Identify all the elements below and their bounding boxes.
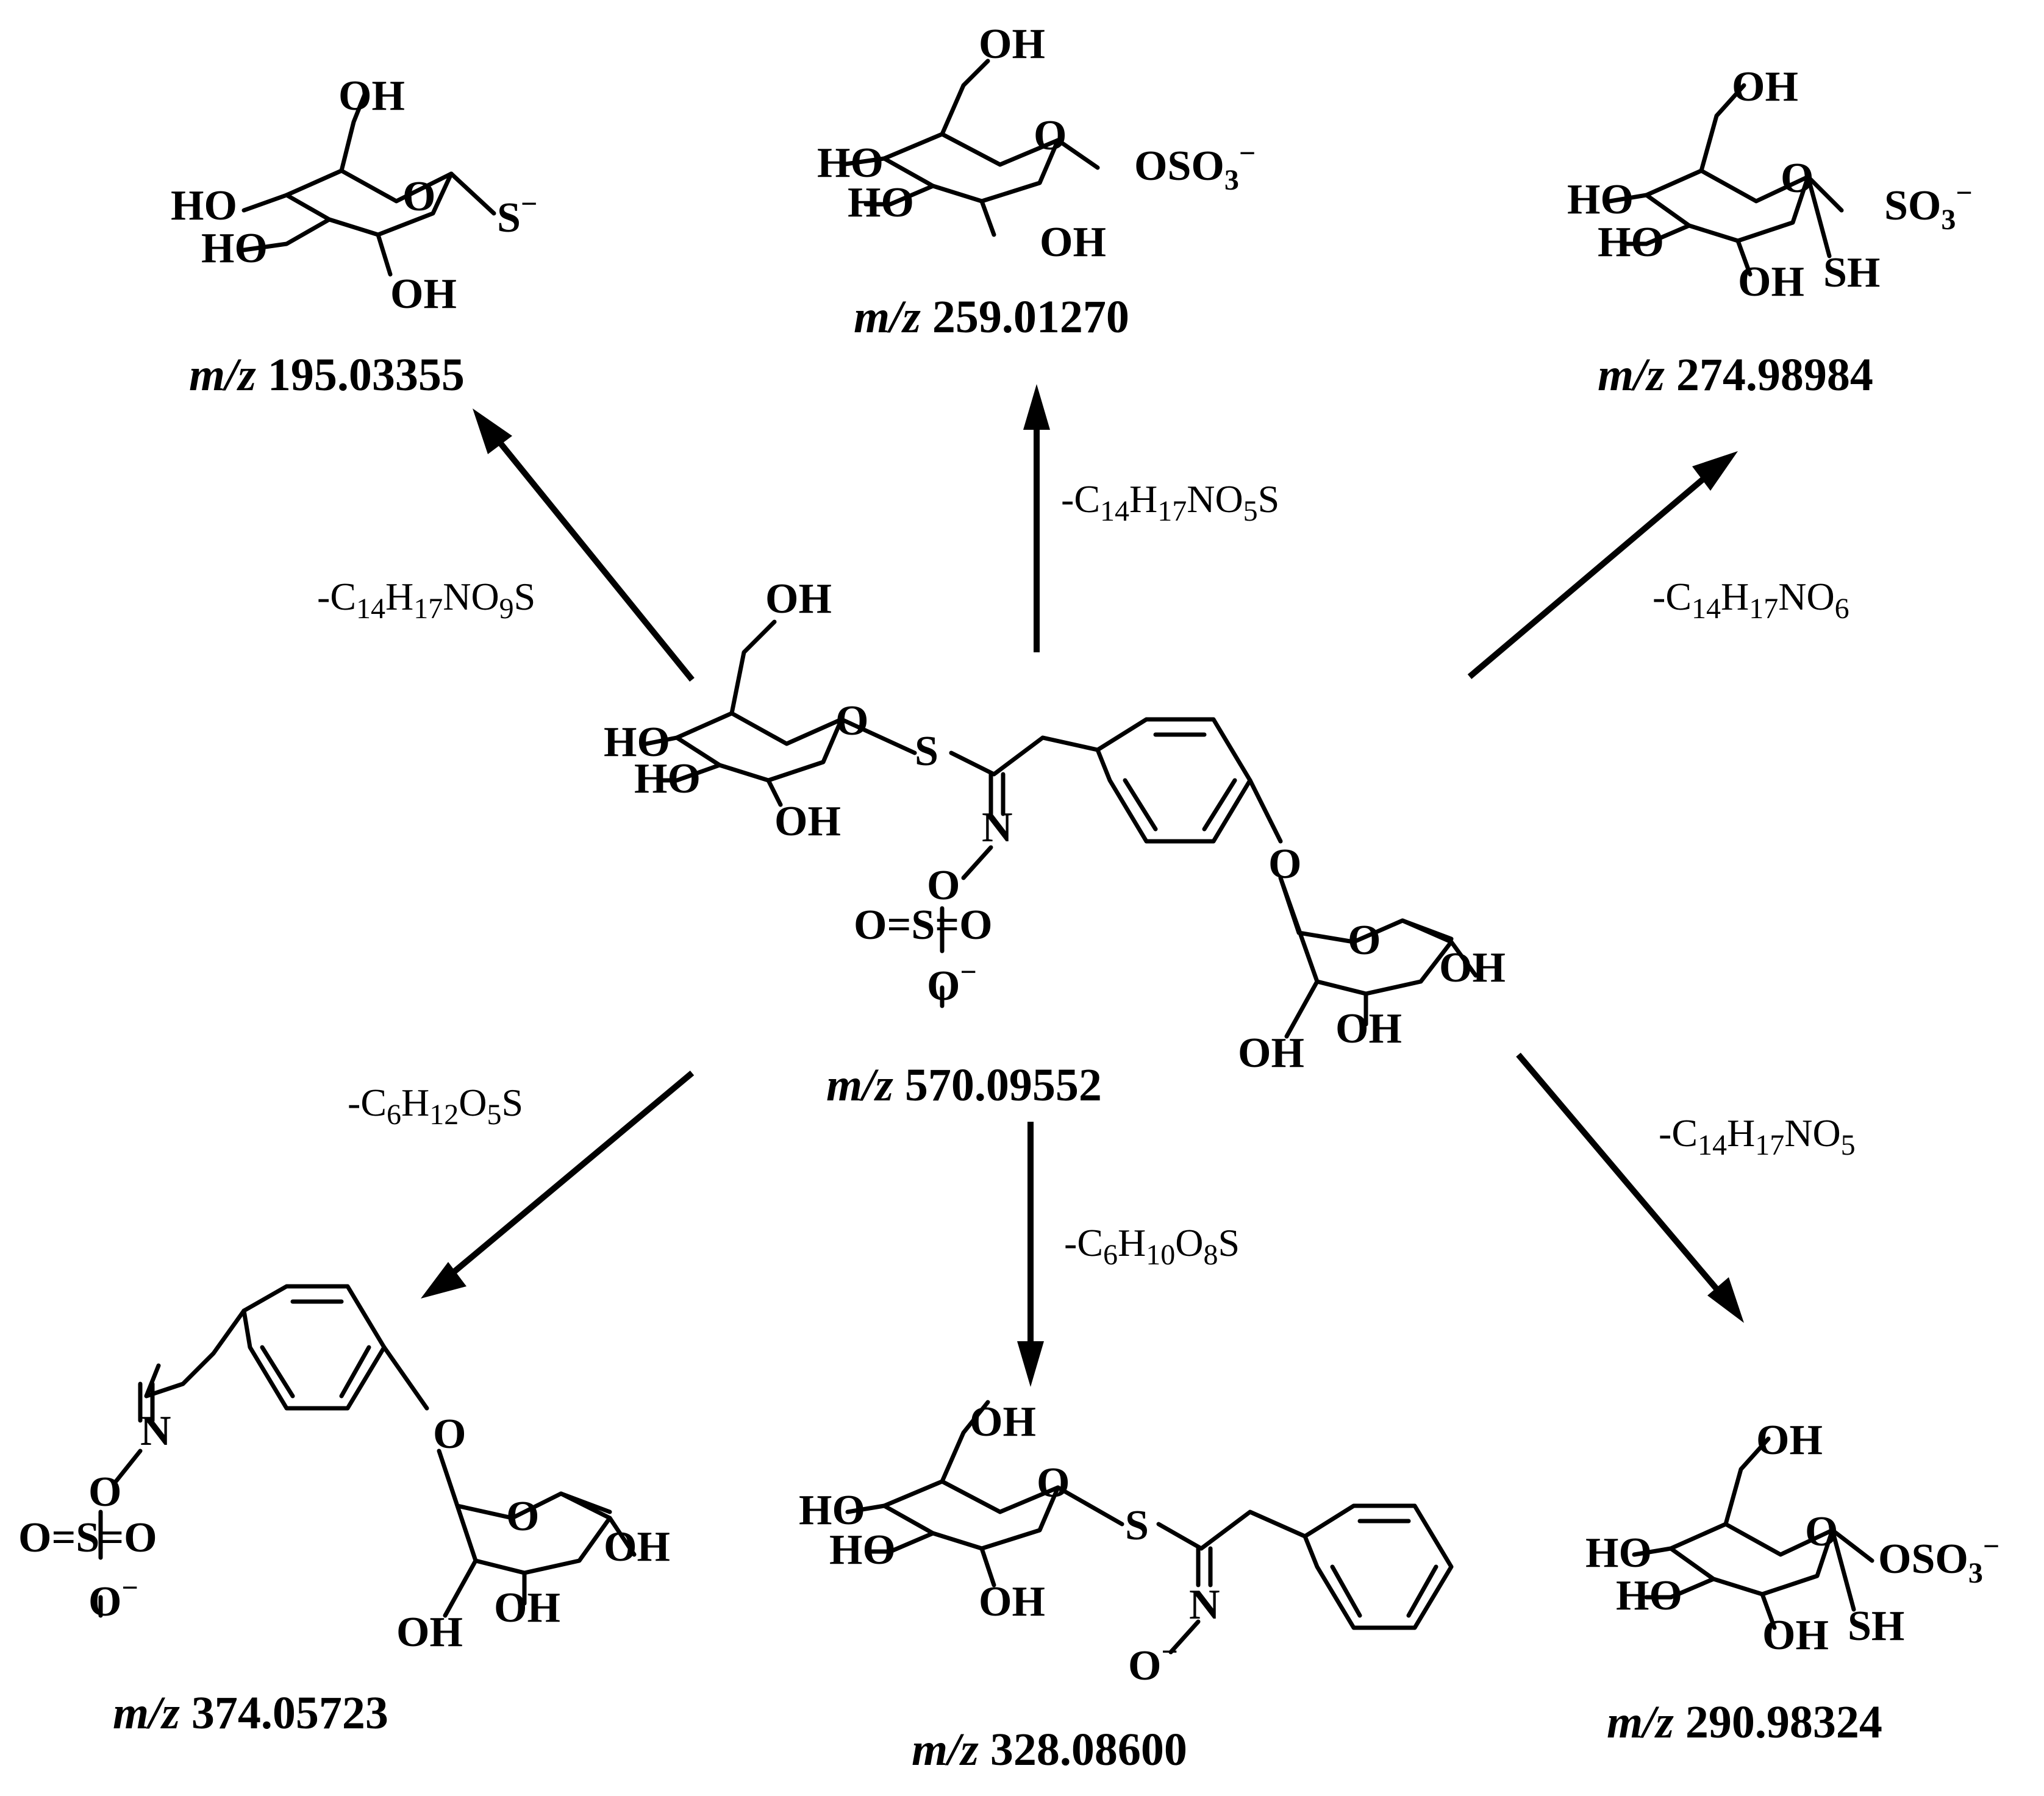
loss-label-bottom-left: -C6H12O5S [348, 1081, 523, 1131]
sulfonate-label: SO3− [1884, 177, 1973, 236]
ho-label: HO [848, 179, 914, 226]
structure-top-right: OH O HO HO OH SO3− SH [1567, 63, 1973, 305]
sulfur-label: S [1125, 1502, 1149, 1549]
oh-label: OH [1335, 1005, 1402, 1052]
mz-label-center: m/z 570.09552 [826, 1060, 1102, 1111]
oh-label: OH [765, 576, 832, 622]
sulfate-label: O=S=O [18, 1514, 157, 1561]
oh-label: OH [1732, 63, 1798, 110]
ho-label: HO [817, 140, 884, 187]
oxygen-label: O [88, 1469, 121, 1516]
arrow-to-top-center [1023, 384, 1050, 652]
ring-oxygen-label: O [506, 1493, 539, 1540]
loss-label-bottom-right: -C14H17NO5 [1659, 1111, 1856, 1161]
oh-label: OH [604, 1523, 670, 1570]
oxygen-label: O [927, 862, 960, 909]
o-minus-label: O− [1128, 1636, 1178, 1689]
oh-label: OH [390, 271, 457, 318]
osulfate-label: OSO3− [1878, 1530, 1999, 1589]
structure-bottom-right: OH O HO HO OH OSO3− SH [1585, 1417, 1999, 1659]
ho-label: HO [1616, 1572, 1682, 1619]
oh-label: OH [1756, 1417, 1823, 1464]
ho-label: HO [1598, 219, 1664, 266]
oh-label: OH [774, 798, 841, 845]
arrow-to-bottom-left [421, 1071, 695, 1299]
oh-label: OH [970, 1399, 1036, 1445]
aryl-ether-oxygen-label: O [433, 1411, 466, 1458]
oh-label: OH [1238, 1030, 1304, 1077]
o-minus-label: O− [88, 1572, 138, 1625]
sulfur-label: S [915, 728, 938, 775]
sulfate-label: O=S=O [854, 902, 993, 949]
oh-label: OH [979, 21, 1045, 68]
structure-bottom-center: OH O HO HO OH S N O− [799, 1399, 1454, 1689]
structure-top-left: OH O HO HO OH S− [171, 73, 537, 318]
mz-label-bottom-left: m/z 374.05723 [113, 1687, 388, 1739]
loss-label-top-left: -C14H17NO9S [317, 575, 535, 625]
oh-label: OH [979, 1578, 1045, 1625]
mz-label-top-right: m/z 274.98984 [1598, 349, 1873, 401]
oh-label: OH [1738, 258, 1804, 305]
nitrogen-label: N [982, 804, 1013, 851]
ho-label: HO [604, 719, 670, 766]
reaction-arrows [421, 384, 1744, 1387]
ring-oxygen-label: O [1781, 155, 1814, 202]
mz-label-bottom-center: m/z 328.08600 [912, 1724, 1187, 1775]
thiolate-label: S− [497, 188, 537, 241]
o-minus-label: O− [927, 956, 977, 1010]
ring-oxygen-label: O [835, 697, 868, 744]
ring-oxygen-label: O [1037, 1459, 1070, 1506]
osulfate-label: OSO3− [1134, 137, 1256, 196]
structure-top-center: OH O HO HO OH OSO3− [817, 21, 1256, 266]
ho-label: HO [201, 225, 268, 272]
oh-label: OH [494, 1584, 560, 1631]
mz-label-top-center: m/z 259.01270 [854, 291, 1129, 343]
ho-label: HO [634, 755, 701, 802]
aryl-ether-oxygen-label: O [1268, 841, 1301, 888]
nitrogen-label: N [140, 1408, 171, 1455]
nitrogen-label: N [1189, 1581, 1220, 1628]
oh-label: OH [338, 73, 405, 119]
arrow-to-bottom-center [1017, 1122, 1044, 1387]
mz-label-top-left: m/z 195.03355 [189, 349, 465, 401]
sh-label: SH [1823, 249, 1880, 296]
arrow-to-top-left [473, 408, 695, 682]
ho-label: HO [829, 1527, 896, 1573]
loss-label-bottom-center: -C6H10O8S [1064, 1221, 1240, 1271]
oh-label: OH [1040, 219, 1106, 266]
structure-bottom-left: N O O=S=O O− O O OH OH OH [18, 1284, 670, 1656]
sh-label: SH [1848, 1603, 1904, 1650]
ring-oxygen-label: O [1034, 112, 1067, 159]
mz-labels: m/z 195.03355 m/z 259.01270 m/z 274.9898… [113, 291, 1882, 1775]
arrow-to-top-right [1467, 451, 1738, 679]
arrow-to-bottom-right [1516, 1052, 1744, 1323]
ring-oxygen-label: O [1805, 1508, 1838, 1555]
ring-oxygen-label: O [402, 173, 435, 220]
ho-label: HO [799, 1487, 865, 1534]
ho-label: HO [1567, 176, 1634, 223]
mz-label-bottom-right: m/z 290.98324 [1607, 1697, 1882, 1748]
structure-center-parent: OH O HO HO OH S N O O=S=O O− O O OH OH O… [604, 576, 1506, 1077]
oh-label: OH [1439, 944, 1506, 991]
loss-label-top-center: -C14H17NO5S [1061, 477, 1279, 527]
oh-label: OH [1762, 1612, 1829, 1659]
oh-label: OH [396, 1609, 463, 1656]
ho-label: HO [171, 182, 237, 229]
neutral-loss-labels: -C14H17NO9S -C14H17NO5S -C14H17NO6 -C6H1… [317, 477, 1856, 1271]
loss-label-top-right: -C14H17NO6 [1653, 575, 1849, 625]
ho-label: HO [1585, 1530, 1652, 1577]
ring-oxygen-label: O [1348, 917, 1381, 964]
